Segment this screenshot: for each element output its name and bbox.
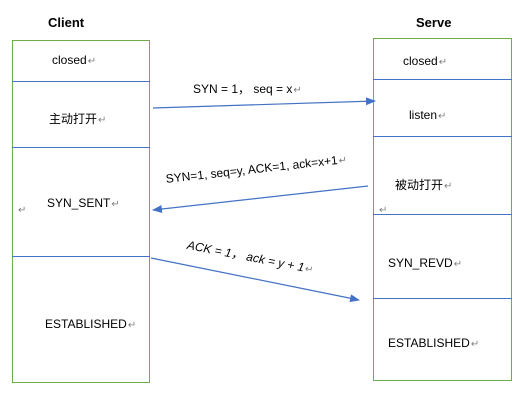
return-mark: ↵ [293,85,302,96]
return-mark: ↵ [338,154,348,167]
state-label: 被动打开 [395,178,444,192]
return-mark: ↵ [470,339,480,350]
client-column [12,40,150,383]
return-mark: ↵ [98,115,107,126]
client-state-established: ESTABLISHED↵ [45,317,136,331]
state-label: closed [52,53,87,67]
server-state-closed: closed↵ [403,54,447,68]
return-mark: ↵ [453,259,463,270]
server-divider [373,136,512,137]
return-mark: ↵ [18,205,27,216]
state-label: SYN_SENT [47,196,111,210]
ack-arrow [150,257,360,303]
client-divider [12,256,150,257]
server-state-listen: listen↵ [409,108,446,122]
server-divider [373,214,512,215]
client-divider [12,147,150,148]
return-mark: ↵ [127,320,137,331]
syn-message: SYN = 1， seq = x↵ [193,80,302,97]
client-header: Client [48,15,85,30]
return-mark: ↵ [444,181,453,192]
message-label: SYN = 1， seq = x [193,82,293,96]
return-mark: ↵ [438,57,448,68]
state-label: ESTABLISHED [45,317,127,331]
state-label: listen [409,108,438,122]
client-state-syn-sent: SYN_SENT↵ [47,196,120,210]
syn-arrow [152,97,376,109]
server-state-established: ESTABLISHED↵ [388,336,479,350]
state-label: 主动打开 [49,112,98,126]
state-label: SYN_REVD [388,256,453,270]
server-state-passive-open: 被动打开↵ [395,176,452,193]
return-mark: ↵ [87,56,97,67]
client-state-closed: closed↵ [52,53,96,67]
server-header: Serve [416,15,452,30]
state-label: closed [403,54,438,68]
return-mark: ↵ [379,205,388,216]
return-mark: ↵ [111,199,120,210]
server-divider [373,79,512,80]
client-state-active-open: 主动打开↵ [49,110,106,127]
server-divider [373,298,512,299]
server-state-syn-revd: SYN_REVD↵ [388,256,462,270]
return-mark: ↵ [438,111,447,122]
server-column [373,38,512,381]
state-label: ESTABLISHED [388,336,470,350]
syn-ack-arrow [152,185,369,213]
client-divider [12,81,150,82]
